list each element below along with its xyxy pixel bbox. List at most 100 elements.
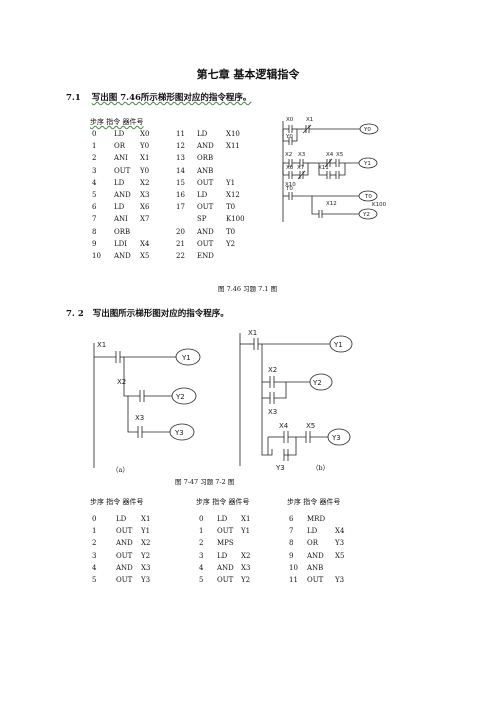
table-cell: Y2	[241, 576, 251, 584]
coil-y1	[358, 157, 378, 169]
table-cell: Y3	[141, 576, 151, 584]
figure-7-46-ladder	[282, 121, 379, 222]
table-cell: Y2	[141, 551, 151, 560]
table-cell: AND	[307, 551, 324, 560]
coil-y2	[358, 208, 378, 220]
table-cell: 16	[176, 191, 185, 199]
ladder-label: Y2	[175, 393, 185, 401]
table-cell: OUT	[116, 527, 133, 536]
question-7-1: 7.1 写出图 7.46所示梯形图对应的指令程序。	[66, 91, 251, 103]
ladder-label: Y3	[174, 429, 184, 437]
table-cell: X4	[335, 527, 345, 536]
table-cell: LD	[116, 515, 127, 523]
ladder-label: X4	[279, 422, 289, 430]
figure-7-47a-ladder	[93, 343, 201, 468]
table-cell: OUT	[217, 576, 234, 584]
ladder-label: Y2	[362, 212, 370, 218]
table-cell: X2	[140, 178, 150, 187]
table-cell: ORB	[197, 154, 214, 163]
table-cell: 5	[92, 576, 97, 584]
table-cell: OUT	[197, 239, 214, 248]
ladder-label: X2	[285, 152, 292, 158]
coil-a-y1	[175, 348, 201, 366]
table-cell: AND	[197, 142, 214, 151]
table-cell: LD	[197, 191, 208, 199]
table-cell: ANI	[114, 215, 128, 224]
table-cell: 17	[176, 203, 185, 212]
table-cell: X1	[241, 515, 251, 523]
ladder-label: Y2	[312, 379, 322, 387]
table-cell: 1	[199, 527, 204, 536]
table-cell: Y3	[335, 539, 345, 548]
table-cell: ORB	[114, 227, 131, 236]
ladder-label: Y0	[285, 134, 293, 140]
table-cell: 3	[92, 166, 97, 175]
table-cell: OUT	[116, 551, 133, 560]
table-cell: OUT	[116, 576, 133, 584]
table-cell: OR	[307, 539, 319, 548]
fig-a-tag: （a）	[112, 466, 129, 474]
table-cell: LD	[307, 527, 318, 536]
chapter-title: 第七章 基本逻辑指令	[196, 68, 300, 81]
table-cell: 6	[92, 203, 97, 212]
ladder-label: Y1	[181, 354, 191, 362]
ladder-label: X12	[326, 201, 337, 207]
table-cell: X1	[141, 515, 151, 523]
ladder-label: K100	[372, 202, 387, 208]
figure-7-47-caption: 图 7-47 习题 7-2 图	[175, 478, 235, 486]
table-cell: 6	[289, 515, 294, 523]
table-cell: 4	[199, 563, 204, 572]
table-cell: MPS	[217, 539, 234, 548]
ladder-label: T0	[364, 194, 372, 200]
question-text: 写出图 7.46所示梯形图对应的指令程序。	[91, 93, 252, 103]
table-cell: 3	[92, 551, 97, 560]
table-cell: X2	[241, 551, 251, 560]
table-cell: OR	[114, 142, 126, 151]
ladder-label: X1	[248, 329, 257, 337]
table-cell: 15	[176, 178, 185, 187]
coil-b-y1	[329, 335, 353, 353]
table-cell: X3	[141, 563, 151, 572]
coil-b-y2	[309, 373, 333, 391]
question-text: 写出图所示梯形图对应的指令程序。	[92, 309, 229, 319]
table-cell: X5	[335, 551, 345, 560]
fig-b-tag: （b）	[312, 464, 330, 472]
table-cell: X12	[226, 191, 240, 199]
table-cell: 2	[199, 539, 204, 548]
table-cell: X10	[226, 130, 240, 138]
table-cell: 10	[92, 252, 101, 260]
coil-t0	[358, 190, 378, 202]
table-cell: LD	[114, 178, 125, 187]
table-cell: T0	[226, 203, 236, 212]
table-cell: 0	[92, 130, 97, 138]
ladder-label: X2	[117, 378, 126, 386]
table-cell: AND	[114, 191, 131, 199]
table-cell: 2	[92, 539, 97, 548]
ladder-label: X6	[286, 165, 294, 171]
table-cell: X0	[140, 130, 150, 138]
figure-7-46-caption: 图 7.46 习题 7.1 图	[218, 285, 278, 293]
table-cell: X2	[141, 539, 151, 548]
ladder-label: X1	[97, 341, 106, 349]
table-cell: AND	[116, 539, 133, 548]
table-cell: AND	[114, 252, 131, 260]
table-cell: LDI	[114, 239, 128, 248]
ladder-label: Y3	[331, 434, 341, 442]
table-cell: 10	[289, 563, 298, 572]
table-cell: X1	[140, 154, 150, 163]
table-cell: 20	[176, 227, 185, 236]
ladder-label: X3	[268, 408, 277, 416]
table-cell: AND	[116, 563, 133, 572]
table-cell: LD	[217, 551, 228, 560]
table-cell: 8	[92, 227, 97, 236]
table-cell: 7	[92, 215, 97, 224]
q2a-table-header: 步序 指令 器件号	[90, 498, 144, 506]
table-cell: X6	[140, 203, 150, 212]
ladder-label: X11	[318, 165, 329, 171]
table-cell: Y3	[335, 576, 345, 584]
table-cell: 13	[176, 154, 185, 163]
ladder-label: X2	[268, 366, 277, 374]
table-cell: SP	[197, 215, 207, 224]
ladder-label: Y3	[275, 464, 285, 472]
